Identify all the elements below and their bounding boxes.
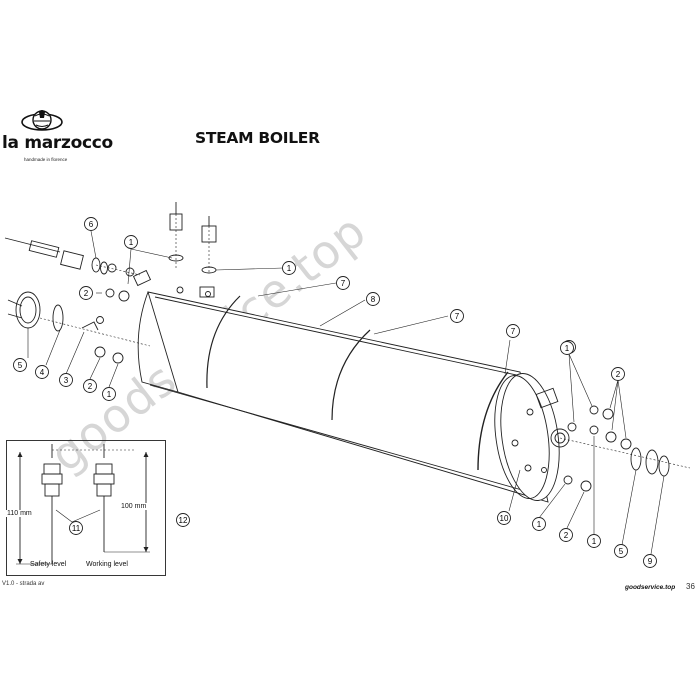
part-callout-3: 3 (59, 373, 73, 387)
part-callout-label: 5 (619, 547, 624, 556)
part-callout-label: 1 (129, 238, 134, 247)
part-callout-4: 4 (35, 365, 49, 379)
part-callout-label: 3 (64, 376, 69, 385)
part-callout-label: 9 (648, 557, 653, 566)
brand-name: la marzocco (2, 133, 113, 153)
part-callout-label: 2 (616, 370, 621, 379)
part-callout-label: 7 (341, 279, 346, 288)
part-callout-label: 1 (592, 537, 597, 546)
part-callout-1: 1 (532, 517, 546, 531)
part-callout-1: 1 (102, 387, 116, 401)
part-callout-label: 7 (455, 312, 460, 321)
part-callout-1: 1 (560, 341, 574, 355)
part-callout-label: 11 (72, 524, 81, 533)
part-callout-1: 1 (124, 235, 138, 249)
part-callout-5: 5 (614, 544, 628, 558)
safety-level-label: Safety level (30, 561, 67, 568)
part-callout-label: 6 (89, 220, 94, 229)
part-callout-2: 2 (611, 367, 625, 381)
part-callout-7: 7 (336, 276, 350, 290)
part-callout-label: 1 (565, 344, 570, 353)
part-callout-10: 10 (497, 511, 511, 525)
part-callout-9: 9 (643, 554, 657, 568)
part-callout-11: 11 (69, 521, 83, 535)
boiler-band-right (477, 371, 509, 471)
part-callout-label: 12 (179, 516, 188, 525)
brand-tagline: handmade in florence (24, 157, 68, 162)
part-callout-label: 1 (537, 520, 542, 529)
website-label: goodservice.top (625, 584, 676, 591)
boiler-band-mid (331, 329, 371, 421)
working-probe (95, 463, 113, 475)
part-callout-2: 2 (83, 379, 97, 393)
part-callout-label: 4 (40, 368, 45, 377)
part-callout-7: 7 (450, 309, 464, 323)
part-callout-8: 8 (366, 292, 380, 306)
part-callout-1: 1 (587, 534, 601, 548)
working-level-label: Working level (86, 561, 128, 568)
part-callout-label: 10 (500, 514, 509, 523)
part-callout-label: 2 (564, 531, 569, 540)
part-callout-5: 5 (13, 358, 27, 372)
height-110-label: 110 mm (6, 510, 33, 517)
page-number: 36 (686, 582, 695, 591)
version-label: V1.0 - strada av (2, 581, 45, 587)
part-callout-label: 1 (107, 390, 112, 399)
part-callout-label: 2 (84, 289, 89, 298)
part-callout-1: 1 (282, 261, 296, 275)
part-callout-label: 5 (18, 361, 23, 370)
part-callout-2: 2 (559, 528, 573, 542)
boiler-shell (147, 291, 549, 503)
part-callout-7: 7 (506, 324, 520, 338)
part-callout-label: 2 (88, 382, 93, 391)
part-callout-12: 12 (176, 513, 190, 527)
height-100-label: 100 mm (120, 503, 148, 510)
part-callout-label: 1 (287, 264, 292, 273)
brand-logo-icon (21, 110, 63, 131)
page-title: STEAM BOILER (195, 129, 320, 147)
boiler-band-left (206, 295, 241, 389)
inset-detail-box (6, 440, 166, 576)
part-callout-label: 7 (511, 327, 516, 336)
part-callout-2: 2 (79, 286, 93, 300)
safety-probe (43, 463, 61, 475)
part-callout-6: 6 (84, 217, 98, 231)
part-callout-label: 8 (371, 295, 376, 304)
